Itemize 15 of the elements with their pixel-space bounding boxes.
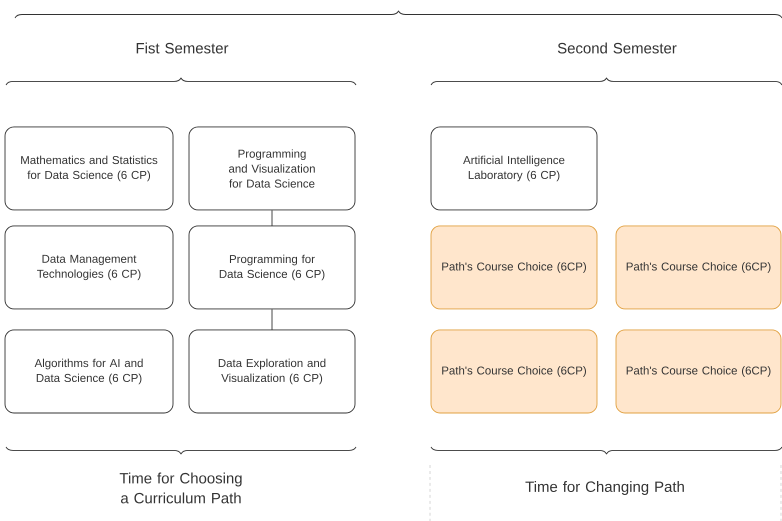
path-caption: Time for Choosing a Curriculum Path	[120, 472, 242, 504]
course-choice-box: Path's Course Choice (6CP)	[430, 226, 598, 310]
semester-heading: Fist Semester	[136, 42, 228, 54]
path-caption: Time for Changing Path	[525, 481, 684, 495]
course-choice-box: Path's Course Choice (6CP)	[616, 330, 782, 414]
semester-heading: Second Semester	[558, 42, 677, 54]
course-box: Algorithms for AI and Data Science (6 CP)	[4, 330, 174, 414]
course-box: Programming for Data Science (6 CP)	[188, 226, 356, 310]
course-box: Programming and Visualization for Data Science	[188, 126, 356, 210]
course-box: Data Management Technologies (6 CP)	[4, 226, 174, 310]
course-choice-box: Path's Course Choice (6CP)	[616, 226, 782, 310]
course-choice-box: Path's Course Choice (6CP)	[430, 330, 598, 414]
course-box: Mathematics and Statistics for Data Science (6 CP)	[4, 126, 174, 210]
course-box: Data Exploration and Visualization (6 CP)	[188, 330, 356, 414]
course-box: Artificial Intelligence Laboratory (6 CP)	[430, 126, 598, 210]
